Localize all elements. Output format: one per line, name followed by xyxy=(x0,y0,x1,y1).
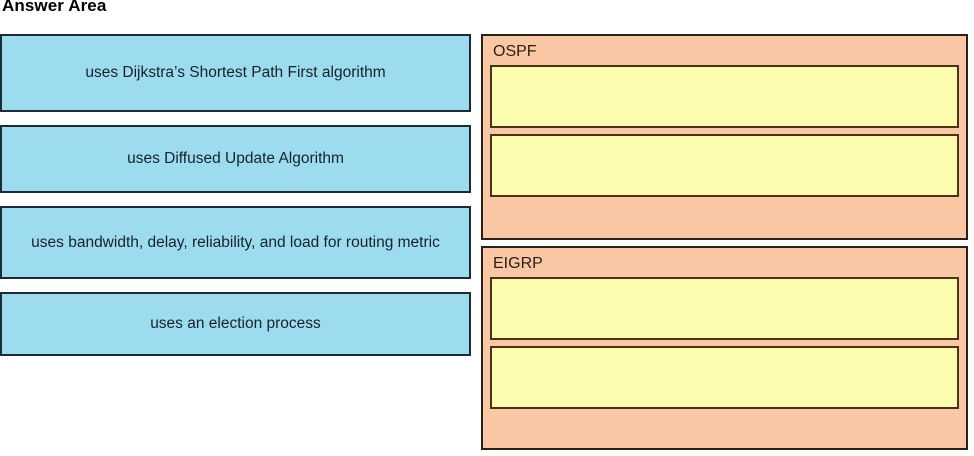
drop-slot-ospf-1[interactable] xyxy=(490,65,959,128)
drop-slot-ospf-2[interactable] xyxy=(490,134,959,197)
drag-item-diffused-update-algorithm[interactable]: uses Diffused Update Algorithm xyxy=(0,125,471,193)
drag-item-dijkstra[interactable]: uses Dijkstra’s Shortest Path First algo… xyxy=(0,34,471,112)
drag-item-label: uses Dijkstra’s Shortest Path First algo… xyxy=(85,64,386,81)
drag-item-label: uses bandwidth, delay, reliability, and … xyxy=(31,233,440,251)
drag-item-label: uses an election process xyxy=(150,315,321,332)
category-panel-eigrp: EIGRP xyxy=(481,246,968,450)
target-categories: OSPF EIGRP xyxy=(481,34,968,456)
drag-item-election-process[interactable]: uses an election process xyxy=(0,292,471,356)
source-items-list: uses Dijkstra’s Shortest Path First algo… xyxy=(0,34,471,369)
category-label-eigrp: EIGRP xyxy=(493,255,543,272)
drop-slot-eigrp-1[interactable] xyxy=(490,277,959,340)
drag-item-routing-metric[interactable]: uses bandwidth, delay, reliability, and … xyxy=(0,206,471,279)
category-panel-ospf: OSPF xyxy=(481,34,968,240)
drop-slot-eigrp-2[interactable] xyxy=(490,346,959,409)
category-label-ospf: OSPF xyxy=(493,43,537,60)
drag-item-label: uses Diffused Update Algorithm xyxy=(127,150,344,167)
page-title: Answer Area xyxy=(2,0,107,15)
